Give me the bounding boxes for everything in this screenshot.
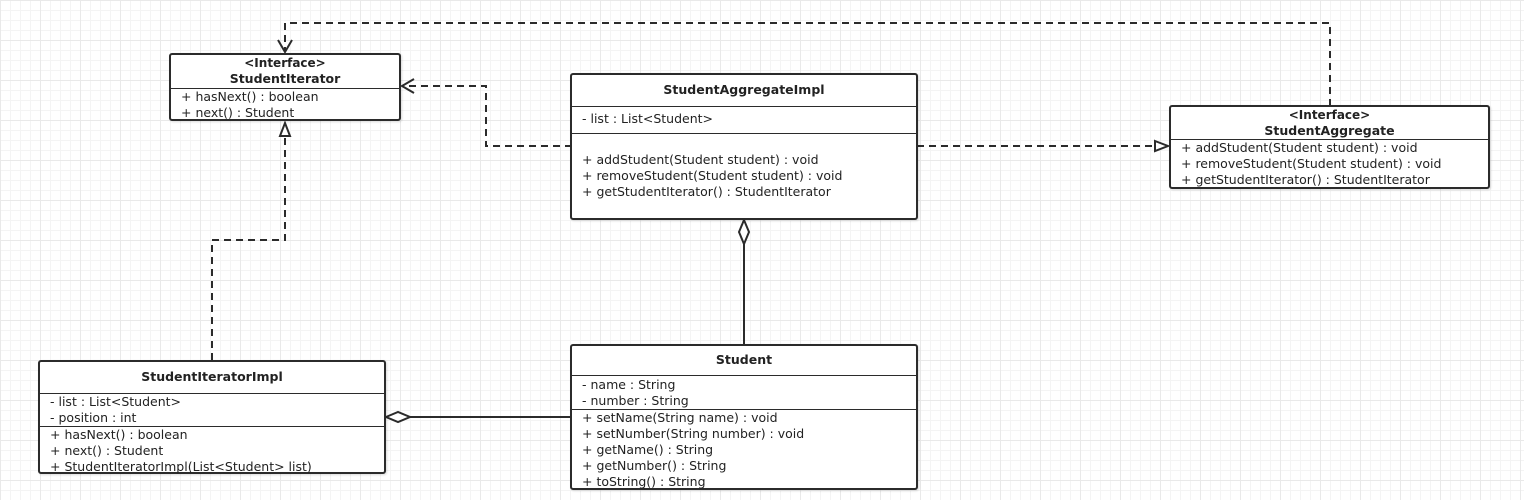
method-row: + removeStudent(Student student) : void [1181, 156, 1442, 171]
method-row: + getStudentIterator() : StudentIterator [582, 184, 831, 199]
method-row: + setNumber(String number) : void [582, 426, 805, 441]
student-iterator-impl-attributes: - list : List<Student> - position : int [40, 394, 384, 426]
student-attributes: - name : String - number : String [572, 376, 916, 409]
dependency-aggregate-to-iterator [284, 22, 1331, 106]
student-aggregate-stereotype: <Interface> [1288, 108, 1371, 122]
attribute-row: - number : String [582, 393, 689, 408]
student-iterator-name: StudentIterator [229, 71, 341, 86]
dependency-aggregateimpl-to-iterator [402, 85, 572, 147]
student-aggregate-impl-box[interactable]: StudentAggregateImpl - list : List<Stude… [570, 73, 918, 220]
aggregation-diamond-vertical [737, 217, 751, 247]
student-iterator-header: <Interface> StudentIterator [171, 55, 399, 89]
aggregation-diamond-horizontal [383, 410, 413, 424]
student-aggregate-impl-methods: + addStudent(Student student) : void + r… [572, 133, 916, 200]
student-iterator-impl-name: StudentIteratorImpl [141, 369, 283, 384]
method-row: + getNumber() : String [582, 458, 727, 473]
method-row: + toString() : String [582, 474, 706, 489]
student-aggregate-methods: + addStudent(Student student) : void + r… [1171, 140, 1488, 188]
realization-triangle-right [1154, 139, 1171, 153]
method-row: + hasNext() : boolean [181, 89, 319, 104]
dependency-arrowhead-left [400, 78, 415, 94]
student-box[interactable]: Student - name : String - number : Strin… [570, 344, 918, 490]
method-row: + removeStudent(Student student) : void [582, 168, 843, 183]
student-iterator-box[interactable]: <Interface> StudentIterator + hasNext() … [169, 53, 401, 121]
student-iterator-stereotype: <Interface> [244, 56, 326, 70]
student-aggregate-impl-header: StudentAggregateImpl [572, 75, 916, 107]
student-iterator-impl-methods: + hasNext() : boolean + next() : Student… [40, 426, 384, 475]
method-row: + hasNext() : boolean [50, 427, 188, 442]
attribute-row: - list : List<Student> [50, 394, 182, 409]
student-aggregate-header: <Interface> StudentAggregate [1171, 107, 1488, 140]
method-row: + next() : Student [181, 105, 295, 120]
method-row: + next() : Student [50, 443, 164, 458]
student-aggregate-box[interactable]: <Interface> StudentAggregate + addStuden… [1169, 105, 1490, 189]
attribute-row: - list : List<Student> [582, 111, 714, 126]
attribute-row: - name : String [582, 377, 676, 392]
method-row: + getStudentIterator() : StudentIterator [1181, 172, 1430, 187]
method-row: + getName() : String [582, 442, 714, 457]
attribute-row: - position : int [50, 410, 137, 425]
student-aggregate-impl-name: StudentAggregateImpl [663, 82, 825, 97]
student-methods: + setName(String name) : void + setNumbe… [572, 409, 916, 490]
student-aggregate-impl-attributes: - list : List<Student> [572, 107, 916, 133]
student-iterator-impl-box[interactable]: StudentIteratorImpl - list : List<Studen… [38, 360, 386, 474]
student-iterator-methods: + hasNext() : boolean + next() : Student [171, 89, 399, 121]
method-row: + StudentIteratorImpl(List<Student> list… [50, 459, 312, 474]
method-row: + addStudent(Student student) : void [582, 152, 819, 167]
method-row: + addStudent(Student student) : void [1181, 140, 1418, 155]
realization-triangle-up [278, 120, 292, 137]
student-aggregate-name: StudentAggregate [1264, 123, 1395, 138]
student-header: Student [572, 346, 916, 376]
student-name: Student [715, 352, 773, 367]
realization-iteratorimpl-to-iterator [211, 136, 286, 360]
student-iterator-impl-header: StudentIteratorImpl [40, 362, 384, 394]
dependency-arrowhead-top [277, 39, 293, 54]
method-row: + setName(String name) : void [582, 410, 778, 425]
